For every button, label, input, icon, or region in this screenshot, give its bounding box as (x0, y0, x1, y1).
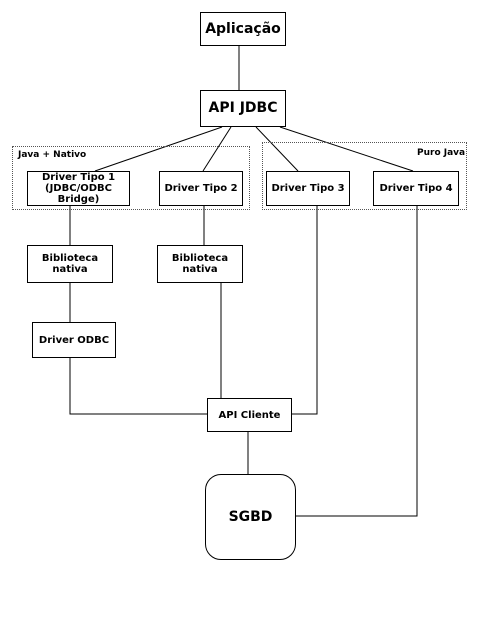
node-driver-tipo-4-label: Driver Tipo 4 (379, 183, 453, 194)
node-driver-tipo-1-label: Driver Tipo 1 (41, 172, 116, 183)
node-driver-odbc: Driver ODBC (32, 322, 116, 358)
node-driver-tipo-2: Driver Tipo 2 (159, 171, 243, 206)
node-api-cliente: API Cliente (207, 398, 292, 432)
node-driver-tipo-1-sublabel: (JDBC/ODBC Bridge) (45, 183, 112, 205)
node-driver-odbc-label: Driver ODBC (38, 334, 110, 346)
node-biblioteca-nativa-1-label: Biblioteca nativa (41, 253, 99, 275)
node-api-jdbc: API JDBC (200, 90, 286, 127)
node-sgbd: SGBD (205, 474, 296, 560)
node-biblioteca-nativa-2: Biblioteca nativa (157, 245, 243, 283)
node-driver-tipo-1: Driver Tipo 1 (JDBC/ODBC Bridge) (27, 171, 130, 206)
node-driver-tipo-4: Driver Tipo 4 (373, 171, 459, 206)
node-api-jdbc-label: API JDBC (208, 100, 278, 116)
node-aplicacao: Aplicação (200, 12, 286, 46)
node-sgbd-label: SGBD (228, 508, 273, 525)
node-driver-tipo-3-label: Driver Tipo 3 (271, 183, 345, 194)
group-java-nativo-label: Java + Nativo (18, 150, 87, 160)
node-biblioteca-nativa-1: Biblioteca nativa (27, 245, 113, 283)
group-java-nativo (12, 146, 250, 210)
node-biblioteca-nativa-2-label: Biblioteca nativa (171, 253, 229, 275)
node-aplicacao-label: Aplicação (205, 20, 281, 37)
node-driver-tipo-2-label: Driver Tipo 2 (164, 183, 238, 194)
group-puro-java (262, 142, 467, 210)
node-driver-tipo-3: Driver Tipo 3 (266, 171, 350, 206)
node-api-cliente-label: API Cliente (218, 409, 281, 421)
group-puro-java-label: Puro Java (417, 148, 466, 158)
